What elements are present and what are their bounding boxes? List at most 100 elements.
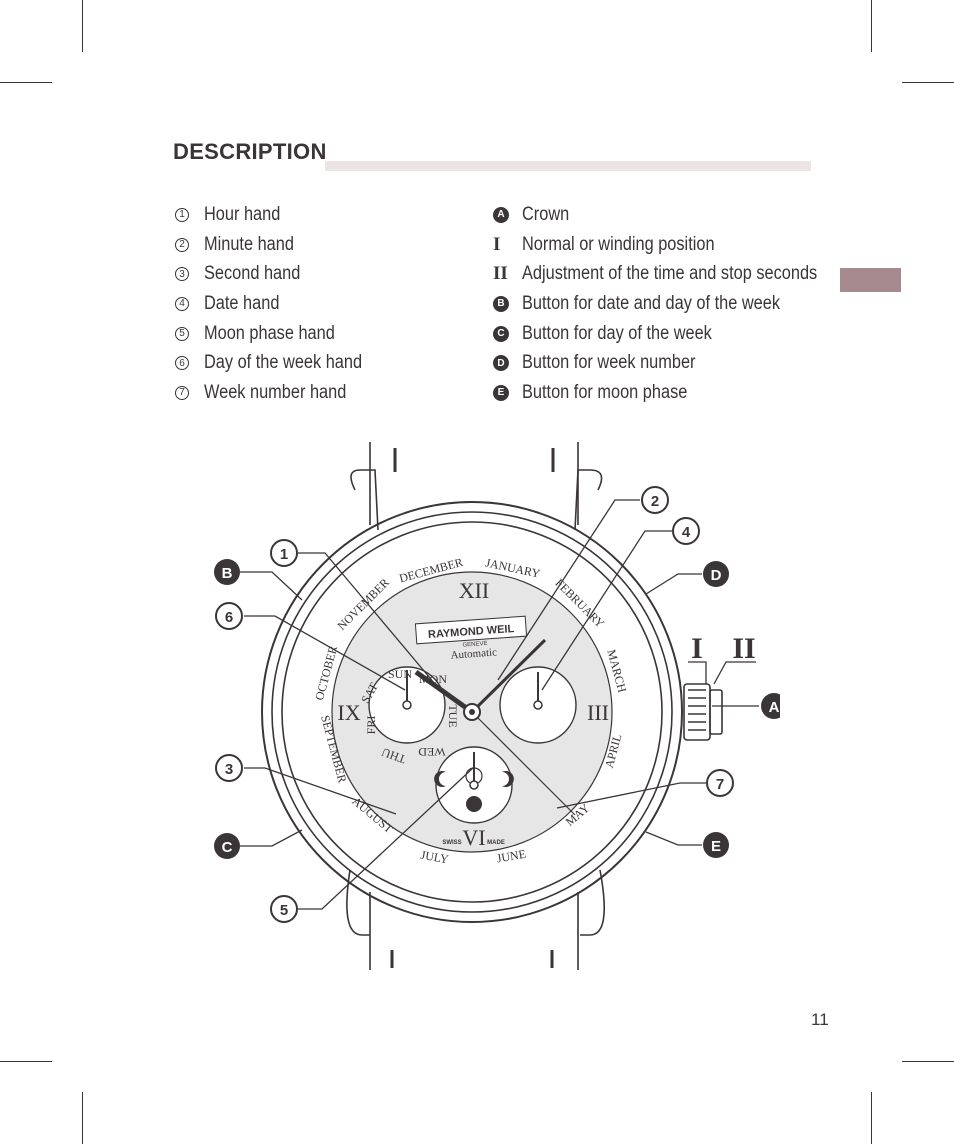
leader-i [688,661,707,684]
callout-4-icon: 4 [175,296,189,311]
svg-text:2: 2 [651,493,659,510]
callout-e: E [703,832,729,858]
position-ii-icon: II [493,263,508,285]
lug-bottom-left [346,869,370,936]
page-title: DESCRIPTION [173,139,327,164]
position-i-label: I [691,632,703,665]
callout-d-icon: D [493,355,509,372]
callout-6-icon: 6 [175,356,189,371]
callout-b: B [214,559,240,585]
legend-label: Moon phase hand [204,322,335,344]
crop-mark-top-left-h [0,82,52,83]
callout-7: 7 [706,769,734,797]
legend-label: Button for week number [522,352,696,374]
leader-7 [556,782,706,809]
lug-right [574,469,603,531]
brand-city: GENEVE [462,641,487,649]
legend-item: 3 Second hand [175,259,388,289]
legend-label: Hour hand [204,203,281,225]
week-hand [471,711,576,816]
legend-item: 1 Hour hand [175,200,388,230]
crop-mark-bottom-right-v [871,1092,872,1144]
legend-label: Second hand [204,263,301,285]
leader-c [240,829,303,847]
callout-1-icon: 1 [175,207,189,222]
title-underline-bar [325,161,811,171]
model-name: Automatic [450,646,497,661]
brand-plate [414,615,528,645]
svg-text:III: III [587,700,609,725]
callout-3: 3 [215,754,243,782]
month-label: JUNE [496,847,527,866]
leader-3 [244,767,397,815]
svg-text:VI: VI [462,825,485,850]
lug-left [350,469,379,531]
callout-c: C [214,833,240,859]
crop-mark-top-right-v [871,0,872,52]
legend-label: Minute hand [204,233,294,255]
callout-1: 1 [270,539,298,567]
svg-text:5: 5 [280,902,288,919]
callout-6: 6 [215,602,243,630]
leader-5 [297,766,475,910]
moon-crescent-icon [502,771,514,787]
leader-4 [541,530,672,691]
leader-6 [244,615,406,691]
legend-label: Button for day of the week [522,322,712,344]
leader-1 [298,552,441,691]
hour-hand [414,669,474,715]
legend-label: Week number hand [204,381,347,403]
callout-2-icon: 2 [175,237,189,252]
watch-diagram: XII VI IX III RAYMOND WEIL GENEVE Automa… [214,442,780,970]
legend-item: 2 Minute hand [175,230,388,260]
svg-text:IX: IX [337,700,360,725]
callout-5-icon: 5 [175,326,189,341]
day-label: MON [419,672,447,686]
callout-5: 5 [270,895,298,923]
callout-7-icon: 7 [175,385,189,400]
callout-2: 2 [641,486,669,514]
legend-item: 5 Moon phase hand [175,319,388,349]
day-label: WED [418,745,446,759]
callout-a: A [761,693,780,719]
crop-mark-bottom-left-h [0,1061,52,1062]
leader-ii [713,661,756,685]
swiss-label: SWISS [442,840,461,846]
svg-text:1: 1 [280,546,288,563]
day-label: SUN [388,667,412,681]
callout-b-icon: B [493,295,509,312]
made-label: MADE [487,840,505,846]
legend-label: Crown [522,203,570,225]
svg-text:B: B [222,565,233,582]
page-number: 11 [811,1010,829,1029]
section-tab [840,268,901,292]
moon-icon [466,796,482,812]
svg-text:E: E [711,838,721,855]
crop-mark-bottom-right-h [902,1061,954,1062]
leader-2 [497,499,640,681]
callout-3-icon: 3 [175,267,189,282]
legend-label: Button for moon phase [522,381,688,403]
case-bezel [271,511,673,913]
svg-text:A: A [769,699,780,716]
svg-text:6: 6 [225,609,233,626]
svg-text:4: 4 [682,524,691,541]
crown [683,683,711,741]
legend-label: Adjustment of the time and stop seconds [522,263,818,285]
day-label: FRI [364,716,378,735]
legend-item: II Adjustment of the time and stop second… [493,259,865,289]
day-label: TUE [446,704,460,727]
svg-text:D: D [711,567,722,584]
leader-d [645,573,702,595]
minute-hand [470,638,547,714]
legend-label: Normal or winding position [522,233,715,255]
moon-crescent-icon [434,771,446,787]
callout-c-icon: C [493,325,509,342]
